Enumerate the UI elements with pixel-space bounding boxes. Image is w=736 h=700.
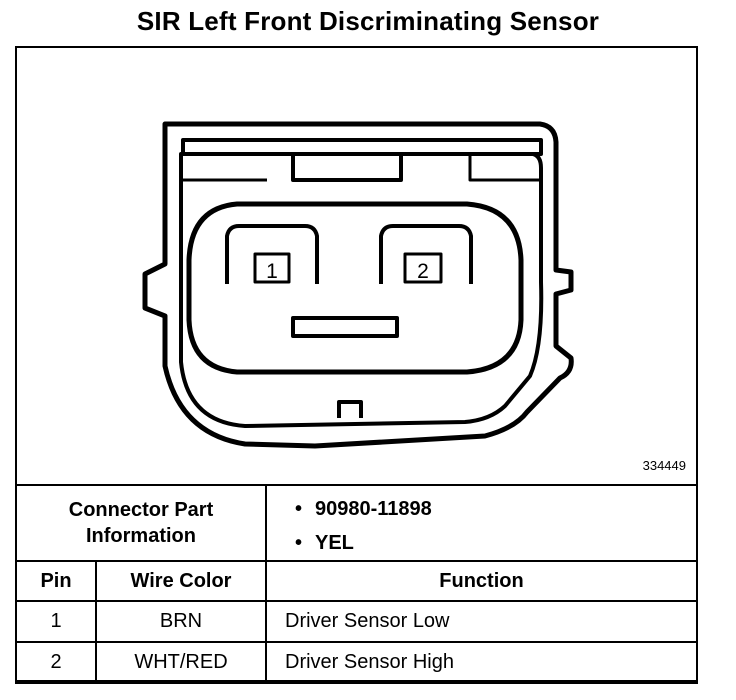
latch-tab bbox=[291, 154, 403, 182]
key-bar bbox=[291, 316, 399, 338]
cavity bbox=[186, 201, 524, 375]
latch-bar bbox=[181, 138, 543, 156]
header-function: Function bbox=[265, 560, 698, 602]
pin-1-box bbox=[253, 252, 291, 284]
connector-part-label-line2: Information bbox=[86, 525, 196, 547]
page-title: SIR Left Front Discriminating Sensor bbox=[136, 6, 600, 36]
header-wire-color: Wire Color bbox=[95, 560, 267, 602]
table-row: 2 WHT/RED Driver Sensor High bbox=[15, 641, 698, 684]
bottom-notch bbox=[337, 400, 363, 418]
pin-2-box bbox=[403, 252, 443, 284]
connector-part-items: 90980-11898 YEL bbox=[265, 484, 698, 562]
row-2-color: WHT/RED bbox=[95, 641, 267, 684]
connector-housing-outer bbox=[142, 121, 574, 449]
pin-2-socket bbox=[379, 224, 473, 284]
connector-diagram: 1 2 bbox=[142, 121, 574, 449]
part-number: 90980-11898 bbox=[275, 492, 688, 526]
pin-label-2: 2 bbox=[417, 260, 429, 283]
latch-slot-right bbox=[468, 154, 541, 182]
pin-label-1: 1 bbox=[266, 260, 278, 283]
row-1-pin: 1 bbox=[15, 600, 97, 643]
figure-id: 334449 bbox=[642, 458, 686, 473]
row-1-color: BRN bbox=[95, 600, 267, 643]
header-pin: Pin bbox=[15, 560, 97, 602]
connector-info-row: Connector Part Information 90980-11898 Y… bbox=[15, 484, 698, 562]
row-2-function: Driver Sensor High bbox=[265, 641, 698, 684]
connector-part-label: Connector Part Information bbox=[15, 484, 267, 562]
row-2-pin: 2 bbox=[15, 641, 97, 684]
pin-1-socket bbox=[225, 224, 319, 284]
table-row: 1 BRN Driver Sensor Low bbox=[15, 600, 698, 643]
connector-part-label-line1: Connector Part bbox=[68, 499, 214, 521]
connector-info-table: Connector Part Information 90980-11898 Y… bbox=[15, 484, 698, 684]
row-1-function: Driver Sensor Low bbox=[265, 600, 698, 643]
table-header-row: Pin Wire Color Function bbox=[15, 560, 698, 602]
connector-color: YEL bbox=[275, 526, 688, 560]
connector-housing-inner bbox=[179, 152, 544, 428]
